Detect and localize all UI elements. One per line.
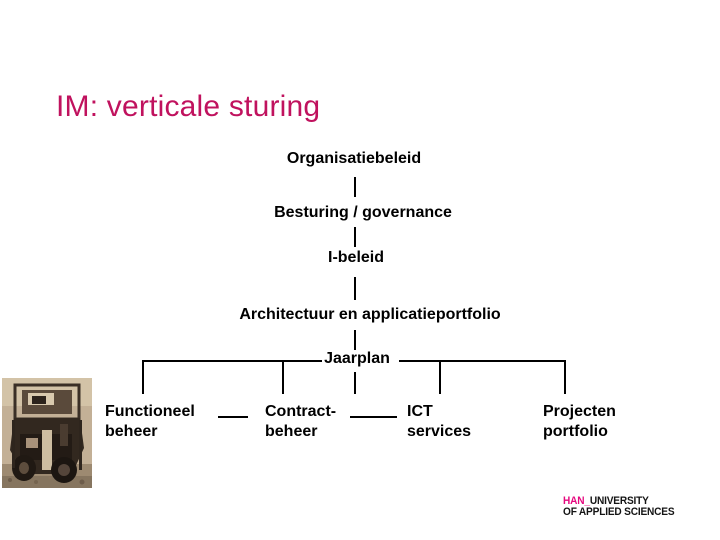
leaf-label-line2: portfolio	[543, 423, 608, 440]
drop-line-ict	[439, 360, 441, 394]
leaf-ict-services: ICT services	[407, 402, 471, 442]
han-logo-university: UNIVERSITY	[589, 495, 649, 507]
node-organisatiebeleid: Organisatiebeleid	[286, 150, 422, 167]
leaf-contract-beheer: Contract- beheer	[265, 402, 336, 442]
connector-line	[354, 330, 356, 350]
page-title: IM: verticale sturing	[56, 90, 321, 123]
drop-line-projecten	[564, 360, 566, 394]
connector-line	[354, 227, 356, 247]
node-i-beleid: I-beleid	[327, 249, 385, 266]
node-besturing-governance: Besturing / governance	[274, 204, 452, 221]
han-logo-line2: OF APPLIED SCIENCES	[563, 506, 675, 518]
leaf-label-line1: Projecten	[543, 403, 616, 420]
connector-line	[354, 277, 356, 300]
link-line-functioneel-contract	[218, 416, 248, 418]
leaf-projecten-portfolio: Projecten portfolio	[543, 402, 616, 442]
node-architectuur-applicatieportfolio: Architectuur en applicatieportfolio	[239, 306, 501, 323]
drop-line-functioneel	[142, 360, 144, 394]
branch-line-right	[399, 360, 565, 362]
node-jaarplan: Jaarplan	[324, 350, 390, 367]
han-logo: HAN_UNIVERSITY OF APPLIED SCIENCES	[563, 496, 675, 518]
jaarplan-stub-line	[354, 372, 356, 394]
drop-line-contract	[282, 360, 284, 394]
vintage-truck-photo	[2, 378, 92, 488]
leaf-functioneel-beheer: Functioneel beheer	[105, 402, 195, 442]
leaf-label-line1: Contract-	[265, 403, 337, 420]
connector-line	[354, 177, 356, 197]
link-line-contract-ict	[350, 416, 397, 418]
leaf-label-line2: services	[407, 423, 472, 440]
leaf-label-line2: beheer	[105, 423, 158, 440]
leaf-label-line1: Functioneel	[105, 403, 195, 420]
han-logo-line1: HAN_UNIVERSITY	[563, 496, 674, 507]
leaf-label-line2: beheer	[265, 423, 318, 440]
branch-line-left	[143, 360, 322, 362]
han-logo-brand: HAN_	[563, 495, 590, 507]
leaf-label-line1: ICT	[407, 403, 433, 420]
